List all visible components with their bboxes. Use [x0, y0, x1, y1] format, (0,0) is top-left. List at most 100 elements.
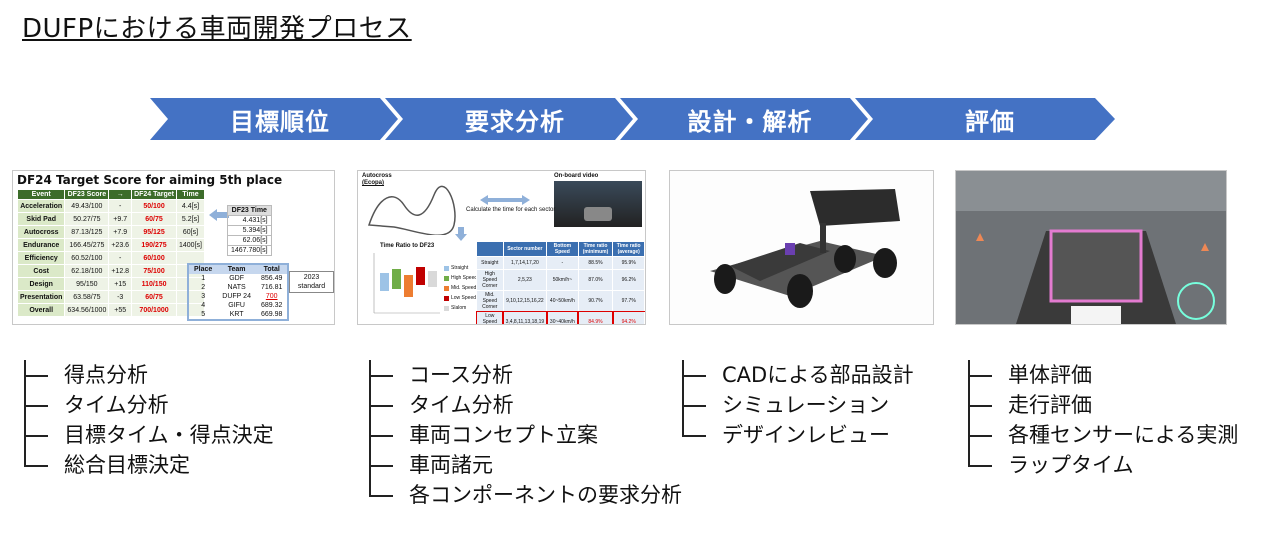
- sector-cell: -: [546, 256, 579, 270]
- score-cell: 75/100: [131, 264, 177, 278]
- legend-swatch: [444, 275, 449, 281]
- standings-cell: 856.49: [260, 275, 283, 282]
- score-cell: 4.4[s]: [176, 199, 205, 213]
- stage-label-2: 要求分析: [465, 107, 565, 136]
- score-cell: 110/150: [131, 277, 177, 291]
- score-cell: 60.52/100: [64, 251, 110, 265]
- tree-item: 単体評価: [968, 360, 1238, 390]
- standings-header: Team: [217, 264, 256, 274]
- df23-time-table: DF23 Time 4.431[s] 5.394[s] 62.06[s] 146…: [227, 205, 272, 256]
- target-score-panel: DF24 Target Score for aiming 5th place E…: [12, 170, 335, 325]
- standings-cell: DUFP 24: [222, 293, 251, 300]
- arrow-left-icon: [209, 209, 229, 221]
- legend-label: High Speed Corner: [451, 275, 494, 281]
- legend-item: High Speed Corner: [444, 273, 494, 283]
- event-name-cell: Presentation: [16, 290, 66, 304]
- page-title: DUFPにおける車両開発プロセス: [22, 14, 412, 44]
- score-cell: +9.7: [108, 212, 133, 226]
- chevron-2: [385, 98, 633, 140]
- sector-header: Time ratio (minimum): [577, 241, 614, 257]
- score-cell: 634.56/1000: [64, 303, 110, 317]
- sector-cell: 30~40km/h: [545, 310, 580, 324]
- legend-label: Slalom: [451, 305, 467, 311]
- score-table: Event DF23 Score → DF24 Target Time Acce…: [16, 189, 205, 317]
- chevron-3: [620, 98, 868, 140]
- sector-cell: 9,10,12,15,16,22: [502, 290, 548, 312]
- tree-item: コース分析: [369, 360, 682, 390]
- tree-item: デザインレビュー: [682, 420, 914, 450]
- score-cell: [176, 251, 205, 265]
- standings-cell: 1: [201, 275, 206, 282]
- standings-header: Total: [255, 264, 289, 274]
- tree-stem: [369, 360, 371, 496]
- event-name-cell: Autocross: [16, 225, 66, 239]
- score-cell: 60[s]: [176, 225, 205, 239]
- tree-4: 単体評価走行評価各種センサーによる実測ラップタイム: [968, 360, 1238, 480]
- tree-item: 各種センサーによる実測: [968, 420, 1238, 450]
- standings-cell: KRT: [229, 311, 244, 318]
- tree-stem: [682, 360, 684, 436]
- sector-cell: 97.7%: [612, 290, 645, 312]
- event-name-cell: Cost: [16, 264, 66, 278]
- cad-car-image: [670, 171, 933, 324]
- tree-stem: [968, 360, 970, 466]
- video-label: On-board video: [554, 173, 599, 179]
- sector-cell: Straight: [476, 256, 504, 270]
- score-cell: 50/100: [131, 199, 177, 213]
- legend-item: Slalom: [444, 303, 494, 313]
- standings-cell: 716.81: [260, 284, 283, 291]
- score-header: Time: [176, 189, 205, 200]
- score-cell: 49.43/100: [64, 199, 110, 213]
- score-cell: -: [108, 199, 133, 213]
- sector-header: Time ratio (average): [612, 241, 645, 257]
- tree-1: 得点分析タイム分析目標タイム・得点決定総合目標決定: [24, 360, 274, 480]
- target-score-title: DF24 Target Score for aiming 5th place: [17, 173, 283, 187]
- score-header: DF24 Target: [131, 189, 177, 200]
- score-header: →: [108, 189, 133, 200]
- event-name-cell: Overall: [16, 303, 66, 317]
- sector-cell: 3,4,8,11,13,18,19: [502, 310, 548, 324]
- score-cell: 95/125: [131, 225, 177, 239]
- legend-swatch: [444, 285, 449, 291]
- event-name-cell: Endurance: [16, 238, 66, 252]
- chevron-1: [150, 98, 398, 140]
- df23-time-header: DF23 Time: [227, 205, 272, 216]
- stage-label-4: 評価: [965, 107, 1015, 136]
- score-cell: +55: [108, 303, 133, 317]
- df23-time-cell: 5.394[s]: [227, 225, 272, 236]
- score-cell: 62.18/100: [64, 264, 110, 278]
- tree-2: コース分析タイム分析車両コンセプト立案車両諸元各コンポーネントの要求分析: [369, 360, 682, 510]
- df23-time-cell: 4.431[s]: [227, 215, 272, 226]
- score-header: Event: [16, 189, 66, 200]
- score-cell: +7.9: [108, 225, 133, 239]
- standings-cell: 2: [201, 284, 206, 291]
- tree-item: 総合目標決定: [24, 450, 274, 480]
- score-cell: 95/150: [64, 277, 110, 291]
- sector-header: Bottom Speed: [546, 241, 579, 257]
- score-cell: 700/1000: [131, 303, 177, 317]
- score-cell: 60/100: [131, 251, 177, 265]
- standings-cell: 3: [201, 293, 206, 300]
- score-cell: 60/75: [131, 290, 177, 304]
- score-cell: +12.8: [108, 264, 133, 278]
- sector-header: [476, 241, 504, 257]
- course-map: [367, 185, 456, 235]
- standings-cell: 4: [201, 302, 206, 309]
- standings-cell: 689.32: [260, 302, 283, 309]
- requirements-panel: Autocross (Ecopa) On-board video Calcula…: [357, 170, 646, 325]
- score-cell: [176, 277, 205, 291]
- sector-table: Sector number Bottom Speed Time ratio (m…: [475, 241, 645, 324]
- score-cell: 50.27/75: [64, 212, 110, 226]
- sector-cell: Mid. Speed Corner: [476, 290, 504, 312]
- score-cell: 60/75: [131, 212, 177, 226]
- score-cell: [176, 303, 205, 317]
- event-name-cell: Design: [16, 277, 66, 291]
- course-label: Autocross: [362, 173, 392, 179]
- standings-cell: 669.98: [260, 311, 283, 318]
- sector-cell: 96.2%: [612, 269, 645, 291]
- score-cell: 190/275: [131, 238, 177, 252]
- tree-item: タイム分析: [369, 390, 682, 420]
- sector-cell: 94.2%: [611, 310, 645, 324]
- legend-label: Mid. Speed Corner: [451, 285, 493, 291]
